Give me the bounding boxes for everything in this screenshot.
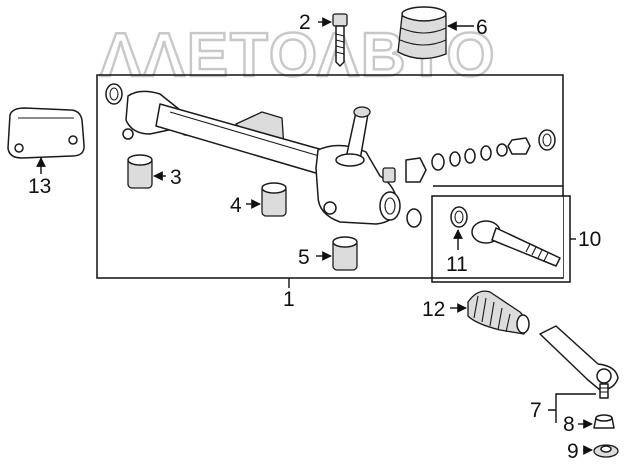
callout-8: 8 — [563, 413, 575, 436]
heat-shield-part — [7, 107, 85, 159]
callout-3: 3 — [170, 166, 182, 189]
washer-part-11 — [450, 206, 468, 228]
inner-tie-rod-part — [471, 220, 561, 267]
bushing-part-5 — [332, 236, 358, 271]
dust-boot-part — [397, 6, 447, 60]
callout-10: 10 — [578, 228, 601, 251]
cap-part-9 — [593, 444, 619, 458]
callout-5: 5 — [298, 246, 310, 269]
steering-rack-housing — [105, 83, 401, 225]
callout-11: 11 — [446, 253, 468, 276]
callout-7: 7 — [530, 399, 542, 422]
bushing-part-3 — [127, 154, 153, 189]
end-seal-ring — [406, 208, 422, 228]
callout-4: 4 — [230, 194, 242, 217]
nut-part-8 — [593, 414, 615, 429]
callout-9: 9 — [567, 440, 579, 463]
bolt-part — [332, 13, 348, 67]
rack-boot-part — [467, 290, 530, 335]
leader-7 — [548, 393, 596, 423]
callout-12: 12 — [422, 298, 445, 321]
callout-2: 2 — [299, 11, 311, 34]
outer-tie-rod-end-part — [539, 325, 619, 399]
bushing-part-4 — [261, 182, 287, 217]
callout-13: 13 — [28, 175, 51, 198]
rack-seal-set — [382, 129, 556, 183]
callout-6: 6 — [476, 16, 488, 39]
callout-1: 1 — [283, 288, 295, 311]
rack-assembly-frame — [96, 74, 564, 279]
